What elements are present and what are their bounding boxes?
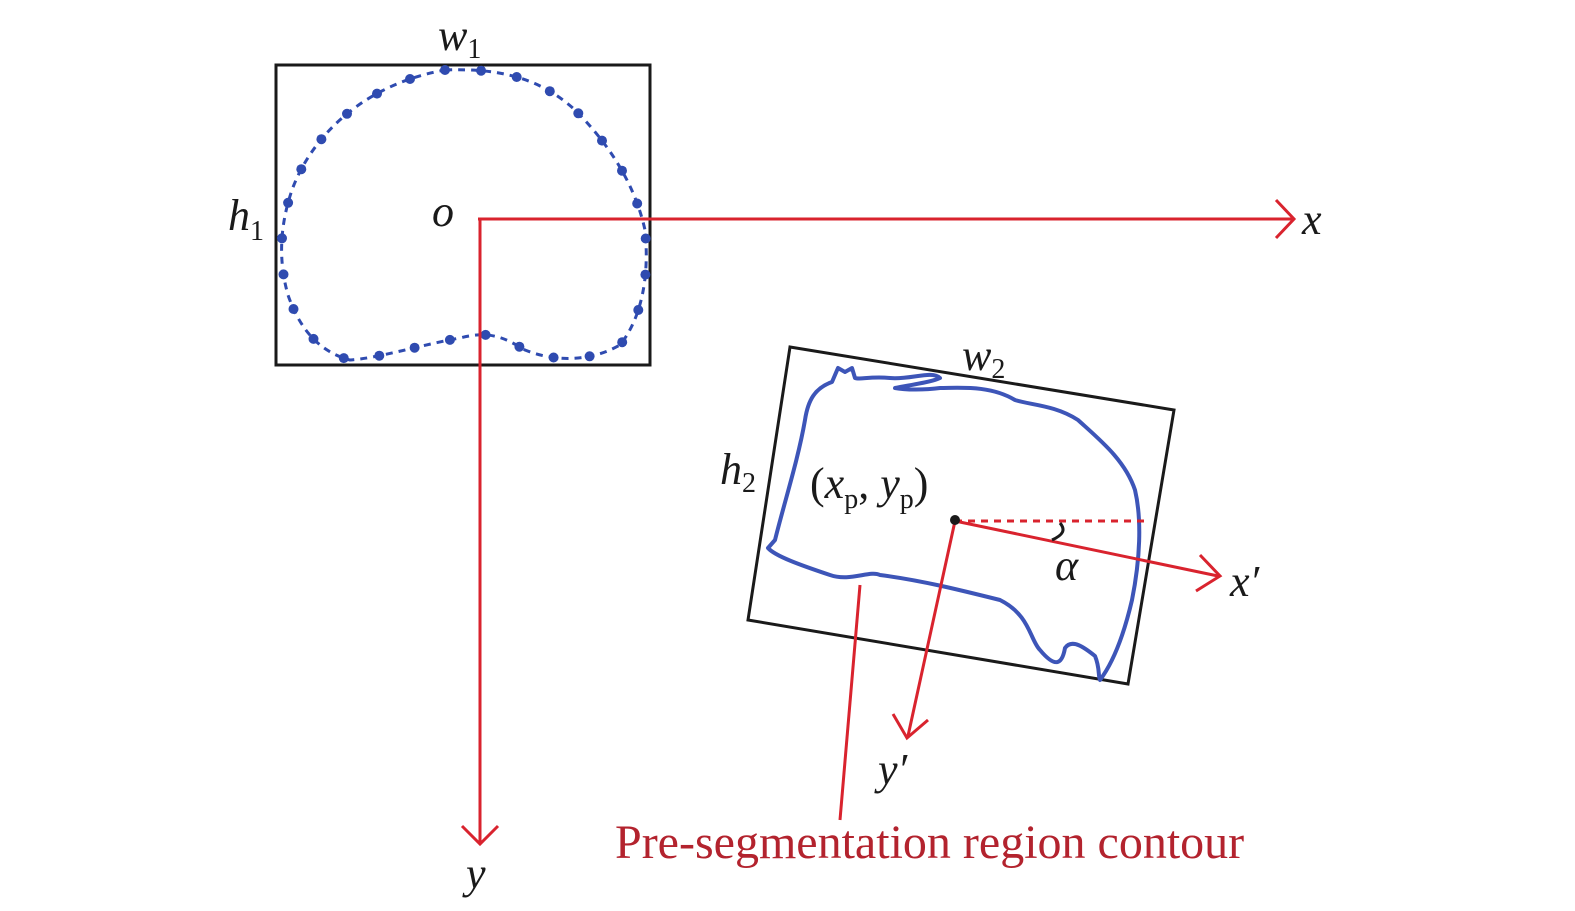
dotted-contour bbox=[280, 68, 648, 362]
y-axis-arrowhead bbox=[460, 824, 500, 847]
contour-dot bbox=[633, 305, 644, 315]
contour-dot bbox=[617, 165, 627, 176]
contour-dot bbox=[342, 108, 352, 119]
contour-dot bbox=[372, 88, 382, 99]
rotated-axes bbox=[838, 519, 1223, 821]
y-prime-axis-line bbox=[906, 520, 957, 737]
contour-dot bbox=[405, 74, 415, 84]
contour-dots bbox=[277, 65, 651, 364]
contour-dot bbox=[573, 108, 584, 119]
contour-dot bbox=[296, 164, 307, 175]
contour-dot bbox=[640, 269, 651, 280]
contour-dot bbox=[480, 329, 491, 340]
angle-label: α bbox=[1055, 541, 1079, 590]
contour-dot bbox=[440, 65, 450, 75]
contour-dot bbox=[617, 337, 628, 348]
x-prime-label: x′ bbox=[1229, 557, 1261, 606]
region-contour bbox=[766, 366, 1142, 682]
y-prime-arrowhead bbox=[891, 713, 929, 741]
origin-label: o bbox=[432, 187, 454, 236]
w2-label: w2 bbox=[962, 331, 1005, 385]
contour-dot bbox=[476, 65, 487, 76]
main-axes bbox=[460, 198, 1297, 847]
center-point bbox=[950, 515, 960, 525]
x-axis-arrowhead bbox=[1274, 198, 1297, 240]
point-label: (xp, yp) bbox=[810, 459, 928, 515]
x-prime-arrowhead bbox=[1195, 553, 1223, 593]
contour-dot bbox=[640, 233, 651, 244]
h2-label: h2 bbox=[720, 445, 756, 499]
caption-text: Pre-segmentation region contour bbox=[615, 816, 1244, 869]
bounding-box-2 bbox=[746, 345, 1176, 686]
contour-dot bbox=[316, 134, 327, 145]
contour-dot bbox=[308, 333, 319, 344]
contour-dot bbox=[511, 72, 522, 82]
contour-dot bbox=[444, 334, 455, 345]
y-prime-label: y′ bbox=[874, 745, 909, 794]
bounding-box-1 bbox=[274, 63, 652, 367]
contour-dot bbox=[584, 351, 595, 362]
x-axis-label: x bbox=[1301, 195, 1322, 244]
y-axis-label: y bbox=[462, 849, 486, 898]
contour-dot bbox=[514, 341, 525, 352]
contour-dot bbox=[288, 304, 299, 314]
contour-dot bbox=[283, 197, 294, 208]
caption-leader-line bbox=[838, 584, 862, 821]
x-prime-axis-line bbox=[954, 519, 1219, 578]
w1-label: w1 bbox=[438, 11, 481, 65]
h1-label: h1 bbox=[228, 191, 264, 247]
contour-dot bbox=[544, 86, 555, 97]
contour-dot bbox=[409, 342, 420, 353]
contour-dot bbox=[374, 350, 385, 361]
contour-dot bbox=[338, 353, 349, 364]
contour-dot bbox=[548, 352, 559, 363]
angle-arc bbox=[1051, 522, 1065, 542]
contour-dot bbox=[632, 198, 643, 209]
contour-dot bbox=[597, 135, 607, 146]
contour-dot bbox=[278, 269, 289, 280]
contour-dot bbox=[277, 233, 287, 244]
